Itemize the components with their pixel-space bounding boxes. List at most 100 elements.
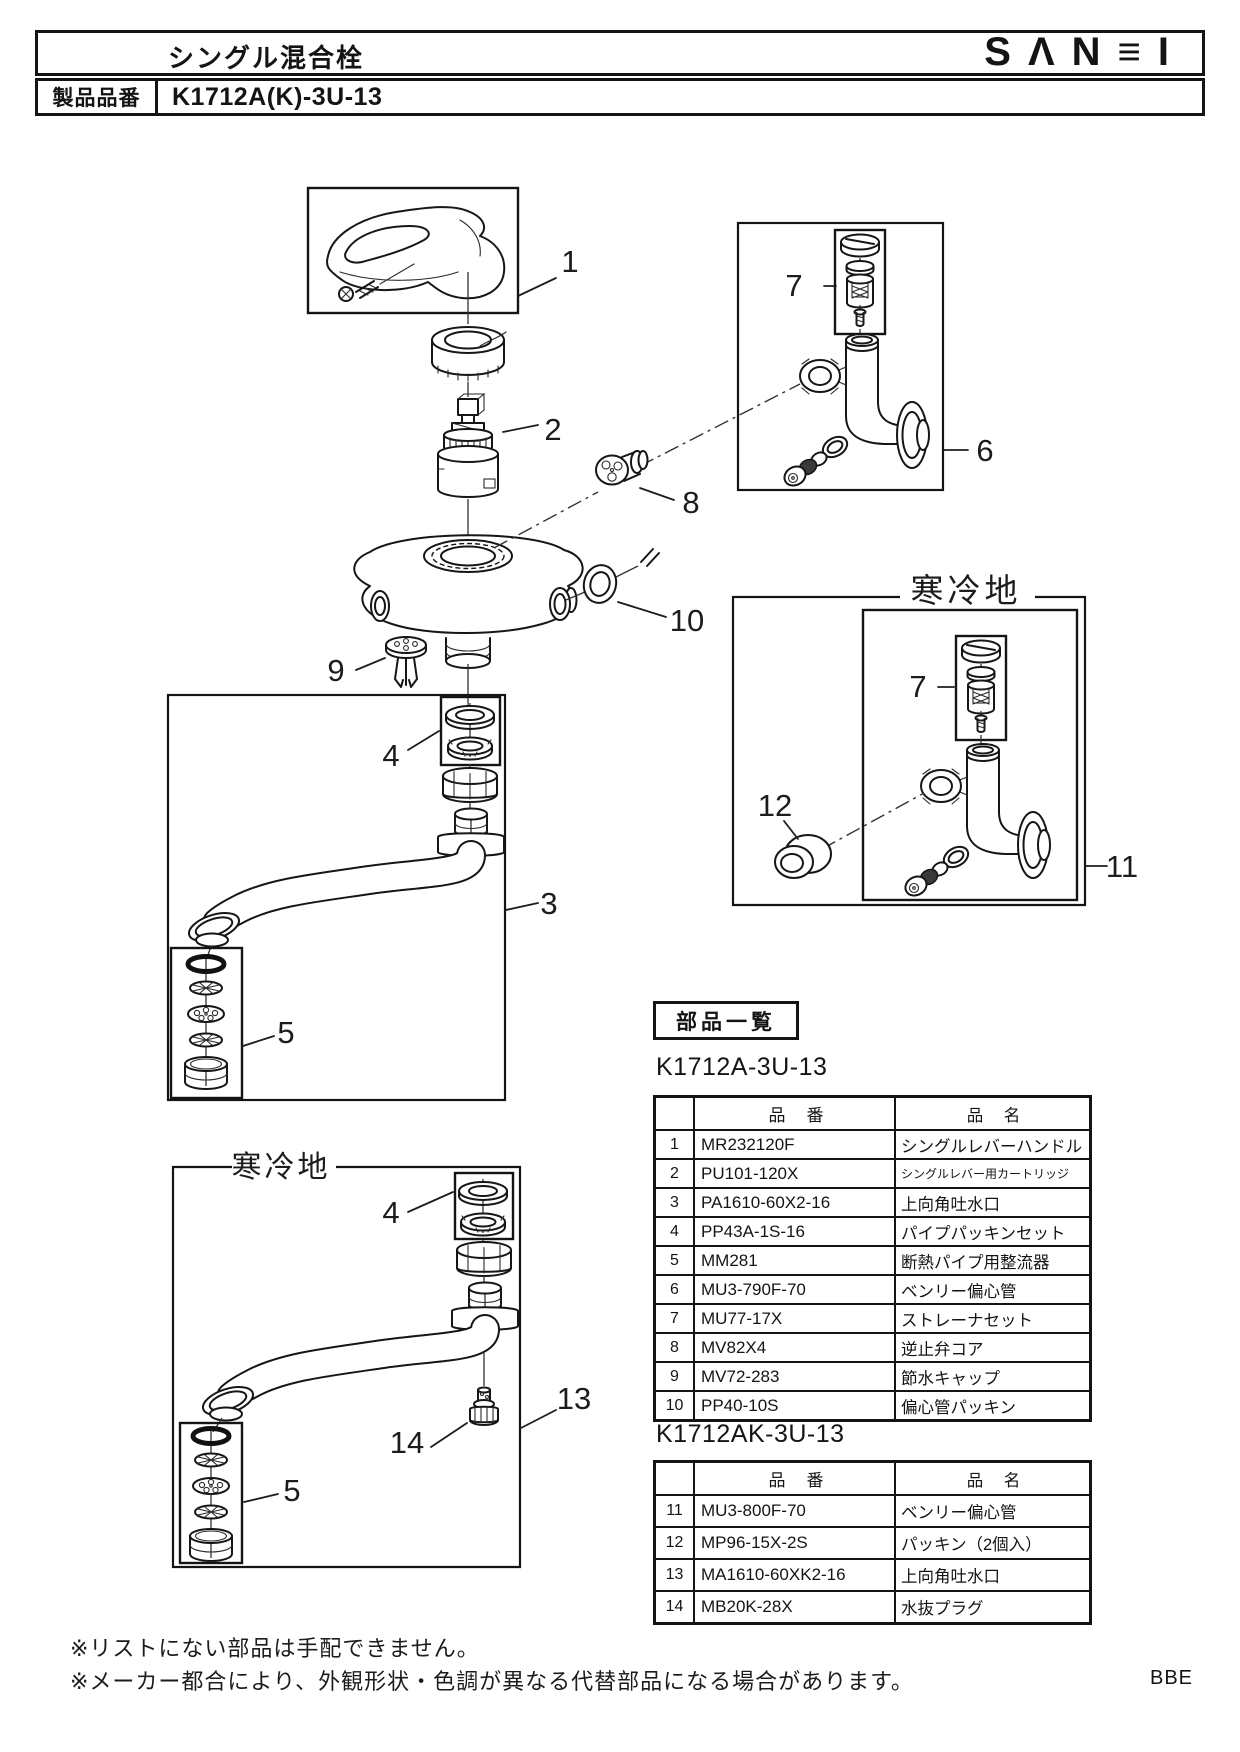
part-1-handle [325, 206, 506, 302]
spout-nut-cold [456, 1241, 512, 1277]
footnote-1: ※リストにない部品は手配できません。 [70, 1636, 480, 1661]
col-no-header [653, 1095, 695, 1131]
part-13-spout [200, 1283, 518, 1421]
part-name: 断熱パイプ用整流器 [894, 1245, 1092, 1276]
part-6-eccentric-pipe [779, 333, 930, 491]
part-no: 10 [653, 1390, 695, 1422]
part-number: MV72-283 [693, 1361, 896, 1392]
part-4-packing-set-cold [458, 1178, 508, 1237]
callout-7: 7 [785, 268, 802, 303]
table-row: 8 MV82X4 逆止弁コア [653, 1332, 1092, 1363]
handle-cap-ring [431, 326, 507, 382]
callout-3: 3 [540, 886, 557, 921]
part-no: 13 [653, 1558, 695, 1592]
part-9-water-saving-cap [385, 636, 427, 688]
part-number: MB20K-28X [693, 1590, 896, 1625]
part-number: MP96-15X-2S [693, 1526, 896, 1560]
table-row: 9 MV72-283 節水キャップ [653, 1361, 1092, 1392]
cold-region-label-1: 寒冷地 [911, 572, 1022, 609]
part-number: MM281 [693, 1245, 896, 1276]
parts-list-title-box: 部品一覧 [653, 1001, 799, 1040]
part-name: 上向角吐水口 [894, 1558, 1092, 1592]
callout-6: 6 [976, 433, 993, 468]
table-row: 5 MM281 断熱パイプ用整流器 [653, 1245, 1092, 1276]
parts-table-1: 品 番 品 名 1 MR232120F シングルレバーハンドル 2 PU101-… [653, 1095, 1092, 1422]
col-name-header: 品 名 [894, 1095, 1092, 1131]
cold-region-frame-2 [171, 1165, 522, 1569]
sanei-logo: SΛN≡I [984, 30, 1186, 74]
callout-14: 14 [390, 1425, 424, 1460]
part-name: 水抜プラグ [894, 1590, 1092, 1625]
part-no: 5 [653, 1245, 695, 1276]
part-no: 1 [653, 1129, 695, 1160]
col-number-header: 品 番 [693, 1095, 896, 1131]
table-row: 2 PU101-120X シングルレバー用カートリッジ [653, 1158, 1092, 1189]
part-name: パッキン（2個入） [894, 1526, 1092, 1560]
part-name: ストレーナセット [894, 1303, 1092, 1334]
part-number: MV82X4 [693, 1332, 896, 1363]
part-number: PP43A-1S-16 [693, 1216, 896, 1247]
part-no: 2 [653, 1158, 695, 1189]
part-name: シングルレバー用カートリッジ [894, 1158, 1092, 1189]
part-5b-frame [178, 1421, 244, 1565]
parts-list-title: 部品一覧 [676, 1010, 776, 1034]
part-14-drain-plug [469, 1386, 499, 1426]
part-name: 上向角吐水口 [894, 1187, 1092, 1218]
part-8-check-valve-core [595, 450, 649, 486]
table-row: 11 MU3-800F-70 ベンリー偏心管 [653, 1494, 1092, 1528]
callout-5b: 5 [283, 1473, 300, 1508]
callout-10: 10 [670, 603, 704, 638]
col-no-header [653, 1460, 695, 1496]
part-no: 7 [653, 1303, 695, 1334]
table-row: 1 MR232120F シングルレバーハンドル [653, 1129, 1092, 1160]
part-12-packing [774, 834, 832, 879]
part-no: 14 [653, 1590, 695, 1625]
part-name: シングルレバーハンドル [894, 1129, 1092, 1160]
part-5-frame [169, 946, 244, 1100]
table-row: 13 MA1610-60XK2-16 上向角吐水口 [653, 1558, 1092, 1592]
part-no: 8 [653, 1332, 695, 1363]
part-7-strainer-set [840, 233, 880, 327]
callout-11: 11 [1106, 849, 1138, 884]
model-title-2: K1712AK-3U-13 [656, 1420, 845, 1448]
callout-leader-lines [242, 277, 1108, 1503]
part-3-spout [186, 809, 504, 947]
part-name: 逆止弁コア [894, 1332, 1092, 1363]
table-row: 4 PP43A-1S-16 パイプパッキンセット [653, 1216, 1092, 1247]
table-header-row: 品 番 品 名 [653, 1095, 1092, 1131]
table-row: 14 MB20K-28X 水抜プラグ [653, 1590, 1092, 1625]
part-no: 9 [653, 1361, 695, 1392]
part-4-packing-set [445, 702, 495, 761]
callout-7b: 7 [909, 669, 926, 704]
part-10-washer [582, 564, 618, 604]
part-4b-frame [453, 1171, 515, 1241]
part-name: ベンリー偏心管 [894, 1274, 1092, 1305]
callout-8: 8 [682, 485, 699, 520]
part-number: MU3-800F-70 [693, 1494, 896, 1528]
product-number-bar: 製品品番 K1712A(K)-3U-13 [35, 78, 1205, 116]
callout-1: 1 [561, 244, 578, 279]
part-number: PU101-120X [693, 1158, 896, 1189]
table-row: 12 MP96-15X-2S パッキン（2個入） [653, 1526, 1092, 1560]
part-number: PA1610-60X2-16 [693, 1187, 896, 1218]
doc-code: BBE [1150, 1667, 1194, 1689]
part-name: パイプパッキンセット [894, 1216, 1092, 1247]
part-name: 節水キャップ [894, 1361, 1092, 1392]
part-no: 3 [653, 1187, 695, 1218]
product-number-label: 製品品番 [38, 81, 158, 113]
faucet-body [353, 534, 584, 669]
parts-table-2: 品 番 品 名 11 MU3-800F-70 ベンリー偏心管 12 MP96-1… [653, 1460, 1092, 1625]
part-number: MR232120F [693, 1129, 896, 1160]
part-name: 偏心管パッキン [894, 1390, 1092, 1422]
part-7-strainer-set-cold [961, 639, 1001, 733]
part-11-eccentric-pipe [900, 743, 1051, 901]
spout-nut [442, 767, 498, 803]
part-no: 12 [653, 1526, 695, 1560]
callout-13: 13 [557, 1381, 591, 1416]
table-row: 6 MU3-790F-70 ベンリー偏心管 [653, 1274, 1092, 1305]
callout-4b: 4 [382, 1195, 399, 1230]
callout-4: 4 [382, 738, 399, 773]
table-header-row: 品 番 品 名 [653, 1460, 1092, 1496]
